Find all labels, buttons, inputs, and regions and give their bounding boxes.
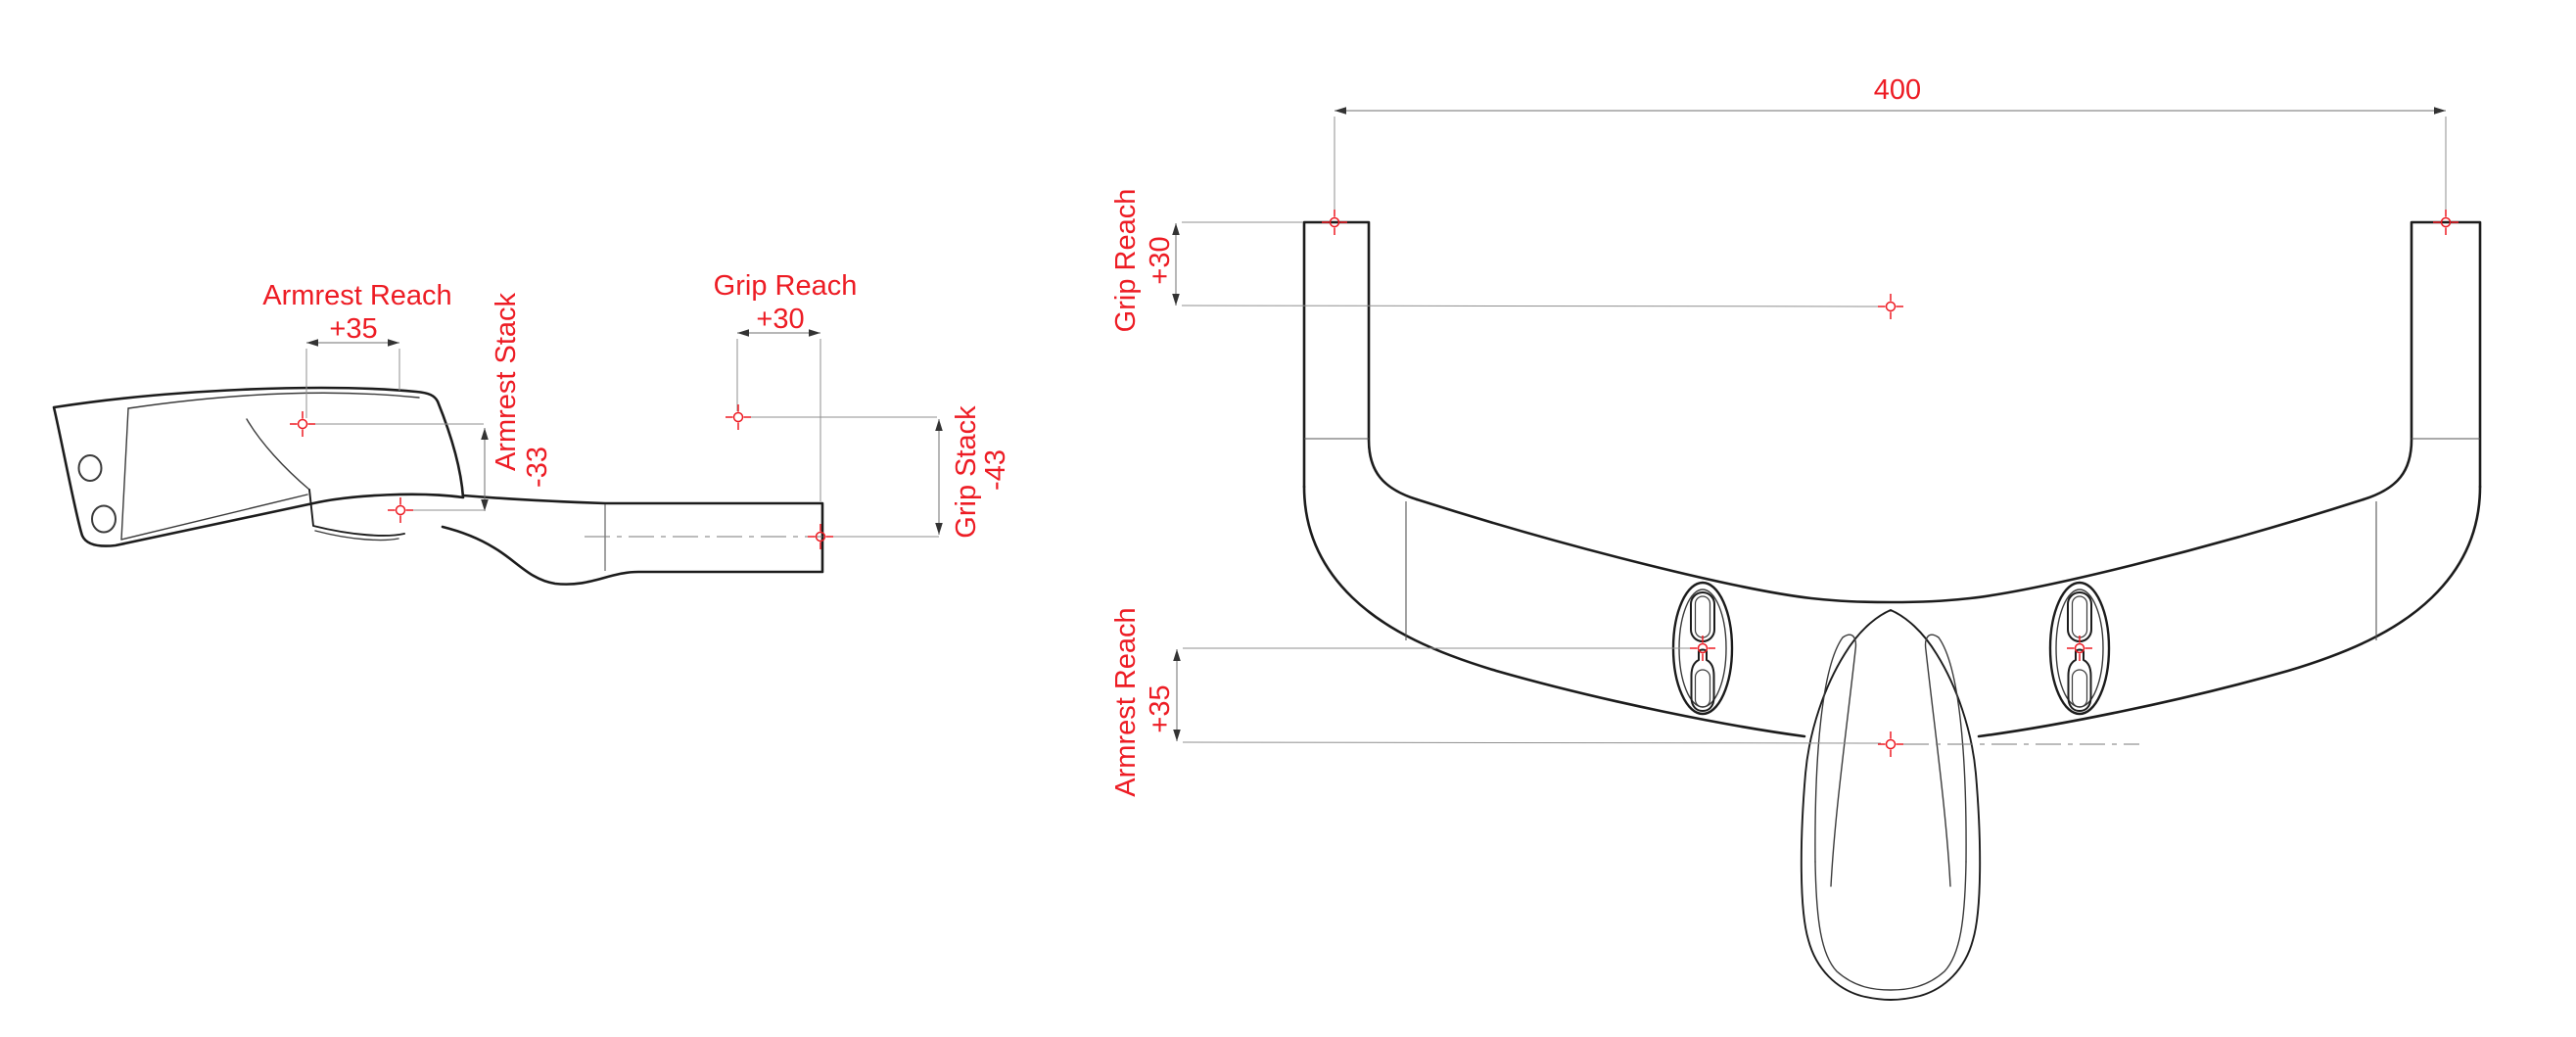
side-view: Armrest Reach +35 Armrest Stack -33 Grip… xyxy=(52,270,1011,586)
front-view: 400 Grip Reach +30 Armrest Reach +35 xyxy=(1110,74,2482,1001)
datum-crosshair-grip-reach-center xyxy=(1878,294,1903,319)
dim-value-grip-reach-front: +30 xyxy=(1145,236,1176,284)
datum-crosshair-left-grip-top xyxy=(1322,210,1347,235)
dim-label-grip-stack-side: Grip Stack xyxy=(951,405,982,539)
dim-armrest-reach-side: Armrest Reach +35 xyxy=(262,280,484,425)
dim-value-overall-width: 400 xyxy=(1874,74,1921,106)
dim-label-grip-reach-front: Grip Reach xyxy=(1110,189,1142,333)
dim-grip-reach-side: Grip Reach +30 xyxy=(714,270,937,501)
dim-label-armrest-stack-side: Armrest Stack xyxy=(491,292,522,471)
right-grip-tube xyxy=(2362,220,2482,501)
wing-underside-left xyxy=(1302,485,1806,738)
reference-line xyxy=(1182,741,1882,744)
pad-top-inner-line xyxy=(127,392,420,409)
dim-value-armrest-reach-side: +35 xyxy=(329,313,377,345)
armrest-cup-outline xyxy=(308,489,405,537)
pad-left-face-inner-line xyxy=(120,407,129,541)
stem-outline xyxy=(1800,609,1982,1001)
left-grip-tube xyxy=(1302,220,1419,501)
dim-overall-width: 400 xyxy=(1334,74,2447,216)
datum-crosshair-right-grip-top xyxy=(2433,210,2459,235)
dim-value-grip-reach-side: +30 xyxy=(756,304,804,335)
datum-crosshair-stem-center xyxy=(1878,731,1903,757)
dim-armrest-reach-front: Armrest Reach +35 xyxy=(1110,607,1882,797)
wing-underside-right xyxy=(1977,485,2482,738)
armrest-mount-right xyxy=(2048,581,2111,716)
datum-crosshair-armrest-mount-left xyxy=(1690,636,1715,661)
dim-armrest-stack-side: Armrest Stack -33 xyxy=(407,292,553,511)
pad-mount-hole-upper xyxy=(77,454,103,482)
pad-surface-crease xyxy=(246,418,310,491)
dim-label-armrest-reach-side: Armrest Reach xyxy=(262,280,451,311)
dim-label-grip-reach-side: Grip Reach xyxy=(714,270,858,302)
dim-grip-stack-side: Grip Stack -43 xyxy=(827,405,1011,539)
datum-crosshair-armrest-front xyxy=(290,411,315,437)
armrest-pad-outline xyxy=(52,386,465,547)
dim-value-armrest-reach-front: +35 xyxy=(1145,684,1176,732)
grip-bar-outline xyxy=(441,494,824,586)
armrest-cup-inner-line xyxy=(314,530,399,542)
stem-inner-slot-left xyxy=(1814,634,1857,887)
pad-mount-hole-lower xyxy=(91,504,117,534)
pad-underside-inner-line xyxy=(120,494,308,541)
datum-crosshair-armrest-pad xyxy=(388,497,413,523)
dim-value-grip-stack-side: -43 xyxy=(980,449,1011,491)
datum-crosshair-armrest-mount-right xyxy=(2067,636,2092,661)
datum-crosshair-grip-reach xyxy=(726,404,751,430)
dim-label-armrest-reach-front: Armrest Reach xyxy=(1110,607,1142,796)
dim-grip-reach-front: Grip Reach +30 xyxy=(1110,189,1883,333)
stem-bulb-inner-line xyxy=(1814,861,1967,991)
datum-crosshair-grip-end xyxy=(808,524,833,549)
dim-value-armrest-stack-side: -33 xyxy=(522,447,553,488)
stem-inner-slot-right xyxy=(1924,634,1967,887)
wing-top-edge xyxy=(1415,497,2365,604)
